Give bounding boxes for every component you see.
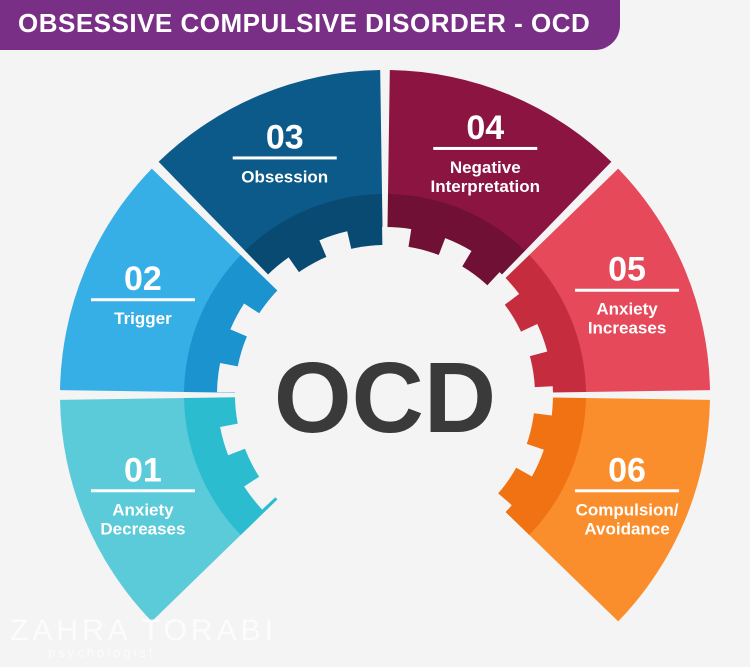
page-title: OBSESSIVE COMPULSIVE DISORDER - OCD [18, 8, 591, 38]
segment-label: Decreases [100, 519, 185, 538]
segment-label: Anxiety [112, 500, 174, 519]
segment-underline [433, 146, 538, 150]
gear-tooth [220, 421, 255, 456]
segment-number: 06 [608, 451, 646, 489]
segment-underline [575, 489, 680, 493]
segment-number: 02 [124, 260, 162, 298]
segment-06 [528, 397, 710, 622]
segment-label: Avoidance [584, 519, 669, 538]
gear-tooth [511, 324, 548, 359]
segment-05 [528, 168, 710, 393]
segment-label: Trigger [114, 309, 172, 328]
gear-tooth [523, 386, 553, 416]
segment-04 [387, 70, 612, 252]
segment-label: Increases [588, 319, 666, 338]
segment-03 [158, 70, 383, 252]
segment-label: Negative [450, 158, 521, 177]
watermark-subtitle: psychologist [48, 645, 156, 660]
gear-tooth [266, 257, 305, 297]
gear-tooth [507, 440, 544, 477]
segment-01 [60, 397, 242, 622]
segment-number: 04 [466, 109, 504, 147]
gear-body [235, 245, 535, 545]
gear-tooth [230, 303, 268, 341]
header-banner: OBSESSIVE COMPULSIVE DISORDER - OCD [0, 0, 620, 50]
center-gear [217, 227, 553, 548]
gear-tooth [319, 231, 354, 267]
segment-underline [90, 489, 195, 493]
segment-underline [90, 298, 195, 302]
segment-label: Interpretation [430, 177, 540, 196]
segment-label: Compulsion/ [576, 500, 679, 519]
gear-tooth [473, 486, 512, 526]
segment-label: Anxiety [596, 300, 658, 319]
gear-tooth [480, 272, 520, 311]
gear-tooth [288, 509, 326, 548]
gear-tooth [435, 238, 472, 275]
segment-number: 03 [266, 118, 304, 156]
gear-tooth [217, 362, 248, 393]
segment-number: 01 [124, 451, 162, 489]
center-label: OCD [274, 342, 496, 454]
gear-tooth [244, 471, 283, 510]
segment-underline [575, 288, 680, 292]
segment-label: Obsession [241, 167, 328, 186]
gear-tooth [382, 227, 412, 257]
segment-underline [232, 156, 337, 160]
segment-number: 05 [608, 251, 646, 289]
watermark-name: ZAHRA TORABI [10, 614, 277, 647]
segment-02 [60, 168, 242, 393]
